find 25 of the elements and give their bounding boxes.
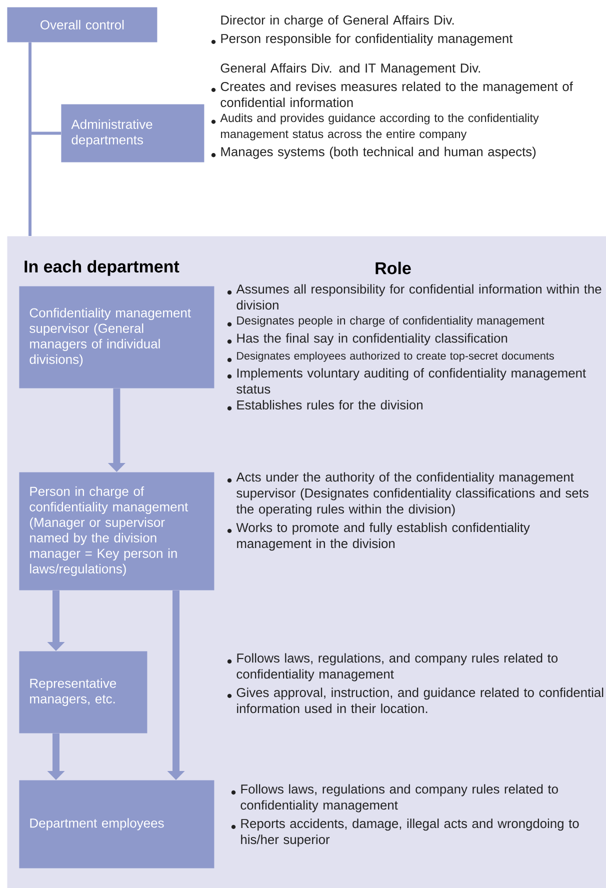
bullet-item: Designates employees authorized to create top-secret documents <box>227 352 554 362</box>
role-box: Department employees <box>19 780 214 868</box>
role-box: Representative managers, etc. <box>19 651 148 734</box>
bullet-item: Follows laws, regulations, and company rules related to confidentiality management <box>227 653 558 682</box>
role-text: Director in charge of General Affairs Div. <box>221 15 454 28</box>
role-box: Overall control <box>7 7 158 42</box>
bullet-item: Acts under the authority of the confidentiality management supervisor (Designates confidentiality classifications and sets the operating rules within the division) <box>227 472 588 516</box>
role-box: Confidentiality management supervisor (General managers of individual divisions) <box>19 286 214 388</box>
role-box: Person in charge of confidentiality management (Manager or supervisor named by the division manager = Key person in laws/regulations) <box>19 472 214 590</box>
bullet-item: Reports accidents, damage, illegal acts and wrongdoing to his/her superior <box>231 818 579 847</box>
bullet-item: Assumes all responsibility for confidential information within the division <box>227 284 602 310</box>
bullet-item: Designates people in charge of confidentiality management <box>227 316 544 327</box>
bullet-item: Audits and provides guidance according to the confidentiality management status across the entire company <box>211 114 539 140</box>
bullet-item: Manages systems (both technical and human aspects) <box>211 146 536 159</box>
bullet-item: Person responsible for confidentiality management <box>211 34 513 46</box>
role-text: General Affairs Div. and IT Management Div. <box>220 63 480 76</box>
bullet-item: Works to promote and fully establish confidentiality management in the division <box>227 522 530 551</box>
bullet-item: Creates and revises measures related to the management of confidential information <box>211 82 573 108</box>
bullet-item: Gives approval, instruction, and guidance related to confidential information used in their location. <box>227 688 604 714</box>
bullet-item: Follows laws, regulations and company rules related to confidentiality management <box>231 784 558 812</box>
bullet-item: Establishes rules for the division <box>227 400 422 410</box>
connector-line <box>28 42 32 236</box>
bullet-item: Has the final say in confidentiality classification <box>227 333 508 346</box>
bullet-item: Implements voluntary auditing of confidentiality management status <box>227 368 586 394</box>
role-box: Administrative departments <box>61 104 204 162</box>
